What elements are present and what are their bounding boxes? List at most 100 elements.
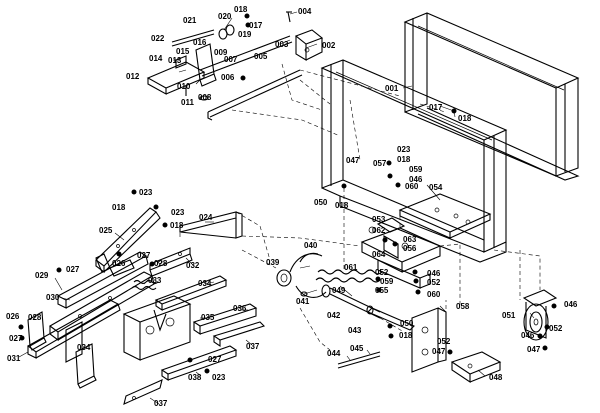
label-037b: 037 [154, 399, 168, 408]
label-034b: 034 [77, 343, 91, 352]
label-023c: 023 [171, 208, 185, 217]
label-045: 045 [350, 344, 364, 353]
foot-pedal-048 [450, 351, 502, 384]
label-008: 008 [198, 93, 212, 102]
label-002: 002 [322, 41, 336, 50]
label-032: 032 [186, 261, 200, 270]
cable-040 [276, 252, 327, 298]
label-018: 018 [234, 5, 248, 14]
label-026b: 026 [6, 312, 20, 321]
label-030: 030 [46, 293, 60, 302]
frame-001 [403, 12, 580, 181]
label-034: 034 [198, 279, 212, 288]
hardware [18, 13, 557, 374]
bracket-002 [286, 11, 324, 61]
label-010: 010 [177, 82, 191, 91]
label-018e: 018 [112, 203, 126, 212]
rail-032 [149, 247, 193, 277]
label-043: 043 [348, 326, 362, 335]
label-007: 007 [224, 55, 238, 64]
label-021: 021 [183, 16, 197, 25]
label-011: 011 [181, 98, 194, 107]
label-038: 038 [188, 373, 202, 382]
label-017b: 017 [429, 103, 443, 112]
label-052b: 052 [427, 278, 441, 287]
label-009: 009 [214, 48, 228, 57]
label-019: 019 [238, 30, 252, 39]
label-017: 017 [249, 21, 263, 30]
label-050: 050 [314, 198, 328, 207]
pedal-bracket [360, 217, 442, 289]
label-047c: 047 [527, 345, 541, 354]
label-049: 049 [332, 286, 346, 295]
label-062: 062 [372, 226, 386, 235]
leader-lines [18, 11, 535, 405]
label-023: 023 [397, 145, 411, 154]
label-006: 006 [221, 73, 235, 82]
label-025: 025 [99, 226, 113, 235]
plate-035 [122, 295, 192, 361]
link-034b [75, 343, 97, 389]
label-052c: 052 [549, 324, 563, 333]
label-027d: 027 [208, 355, 222, 364]
label-016: 016 [193, 38, 207, 47]
label-054: 054 [429, 183, 443, 192]
label-052d: 052 [437, 337, 451, 346]
label-031: 031 [7, 354, 21, 363]
label-044: 044 [327, 349, 341, 358]
part-labels: 004 018 021 020 017 019 003 002 022 016 … [6, 5, 578, 408]
label-015: 015 [176, 47, 190, 56]
label-050b: 050 [400, 319, 414, 328]
label-061: 061 [344, 263, 358, 272]
label-041: 041 [296, 297, 310, 306]
caster-051 [522, 289, 558, 341]
assembly-guides [179, 63, 541, 351]
label-056: 056 [403, 244, 417, 253]
label-053: 053 [372, 215, 386, 224]
label-018b: 018 [458, 114, 472, 123]
label-037: 037 [246, 342, 260, 351]
label-027c: 027 [9, 334, 23, 343]
label-003: 003 [275, 40, 289, 49]
label-026: 026 [112, 259, 126, 268]
label-048: 048 [489, 373, 503, 382]
label-018d: 018 [335, 201, 349, 210]
rail-038 [160, 345, 238, 382]
label-055: 055 [375, 286, 389, 295]
base-plate-054 [398, 193, 492, 239]
label-027: 027 [137, 251, 151, 260]
label-029: 029 [35, 271, 49, 280]
label-028: 028 [154, 259, 168, 268]
pin-044 [337, 351, 381, 369]
label-001: 001 [385, 84, 399, 93]
label-028b: 028 [28, 313, 42, 322]
frame-front [320, 59, 508, 263]
rail-034 [154, 275, 228, 312]
label-022: 022 [151, 34, 165, 43]
label-020: 020 [218, 12, 232, 21]
rail-037 [212, 321, 266, 348]
label-027b: 027 [66, 265, 80, 274]
label-018g: 018 [399, 331, 413, 340]
label-058: 058 [456, 302, 470, 311]
label-039: 039 [266, 258, 280, 267]
spring-049 [315, 269, 383, 319]
label-063: 063 [403, 235, 417, 244]
label-023d: 023 [212, 373, 226, 382]
label-060b: 060 [427, 290, 441, 299]
rail-037b [123, 379, 163, 405]
label-012: 012 [126, 72, 140, 81]
label-018c: 018 [397, 155, 411, 164]
label-060: 060 [405, 182, 419, 191]
label-046c: 046 [564, 300, 578, 309]
channel-025 [95, 207, 161, 274]
channel-029 [56, 251, 149, 309]
label-036: 036 [233, 304, 247, 313]
label-024: 024 [199, 213, 213, 222]
label-005: 005 [254, 52, 268, 61]
bracket-026 [95, 253, 135, 277]
label-013: 013 [168, 56, 182, 65]
label-004: 004 [298, 7, 312, 16]
